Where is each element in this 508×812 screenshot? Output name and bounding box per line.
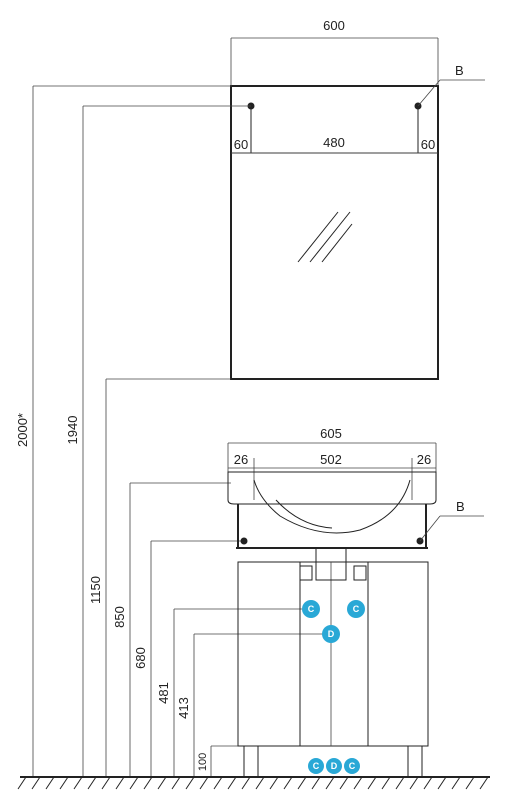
floor-hatch-stroke (129, 776, 139, 790)
floor-hatch-stroke (367, 776, 377, 790)
siphon-cutout (315, 547, 347, 581)
badge-c-right (347, 600, 365, 618)
floor-hatch-stroke (395, 776, 405, 790)
label-mirror-side-right: 60 (421, 137, 435, 152)
floor-hatch-stroke (45, 776, 55, 790)
floor-hatch-stroke (171, 776, 181, 790)
mirror-glare-icon (297, 211, 353, 263)
label-cabinet-width: 605 (320, 426, 342, 441)
label-total-height: 2000* (15, 413, 30, 447)
mirror-frame (230, 85, 439, 380)
floor-hatch-stroke (325, 776, 335, 790)
label-cabinet-mount-height: 680 (133, 647, 148, 669)
cabinet-screw-left (240, 537, 248, 545)
label-mirror-bottom-height: 1150 (88, 576, 103, 604)
svg-text:C: C (349, 761, 356, 771)
basin-bowl (253, 479, 411, 534)
badge-c-bottom-left (308, 758, 324, 774)
floor-hatch-stroke (339, 776, 349, 790)
cabinet-width-dims: 605 502 26 26 (227, 426, 437, 500)
floor-hatch-stroke (213, 776, 223, 790)
floor-hatch-stroke (31, 776, 41, 790)
cabinet (236, 537, 429, 778)
badge-d-bottom (326, 758, 342, 774)
label-cabinet-inner: 502 (320, 452, 342, 467)
svg-text:C: C (308, 604, 315, 614)
floor-hatch-stroke (311, 776, 321, 790)
label-cabinet-top-height: 850 (112, 606, 127, 628)
floor-hatch-stroke (451, 776, 461, 790)
label-cabinet-side-left: 26 (234, 452, 248, 467)
dimension-cabinet-mount-height: 680 (133, 540, 244, 777)
floor-hatch-stroke (381, 776, 391, 790)
floor-hatch-stroke (353, 776, 363, 790)
callout-b-cabinet: B (419, 499, 484, 542)
floor-hatch-stroke (59, 776, 69, 790)
mirror (230, 85, 439, 380)
floor-hatch-stroke (101, 776, 111, 790)
label-cabinet-side-right: 26 (417, 452, 431, 467)
label-connection-c-height: 481 (156, 682, 171, 704)
badge-d-mid (322, 625, 340, 643)
label-mirror-side-left: 60 (234, 137, 248, 152)
floor-hatch-stroke (227, 776, 237, 790)
dimension-connection-c-height: 481 (156, 608, 311, 777)
leg-right (407, 745, 423, 778)
dimension-leg-height: 100 (197, 745, 240, 777)
dimension-mirror-bottom-height: 1150 (88, 378, 231, 777)
floor-hatch-stroke (143, 776, 153, 790)
leg-left (243, 745, 259, 778)
svg-text:C: C (313, 761, 320, 771)
dimension-connection-d-height: 413 (176, 633, 331, 777)
dimension-cabinet-top-height: 850 (112, 482, 231, 777)
svg-text:C: C (353, 604, 360, 614)
floor-hatch-stroke (255, 776, 265, 790)
badge-c-bottom-right (344, 758, 360, 774)
floor-hatch-stroke (283, 776, 293, 790)
label-b-cabinet: B (456, 499, 465, 514)
svg-text:D: D (331, 761, 338, 771)
callout-b-top: B (417, 63, 485, 107)
label-leg-height: 100 (197, 753, 209, 771)
label-mirror-mount-height: 1940 (65, 416, 80, 445)
floor-hatch-stroke (115, 776, 125, 790)
floor-hatch-stroke (185, 776, 195, 790)
floor-hatch-stroke (479, 776, 489, 790)
floor-hatch-stroke (241, 776, 251, 790)
floor-hatch-stroke (409, 776, 419, 790)
floor-hatch-stroke (199, 776, 209, 790)
dimension-mirror-inner: 480 60 60 (231, 135, 438, 154)
label-mirror-inner: 480 (323, 135, 345, 150)
label-connection-d-height: 413 (176, 697, 191, 719)
dimension-mirror-width: 600 (230, 18, 439, 86)
floor-hatch-stroke (465, 776, 475, 790)
floor-hatch-stroke (297, 776, 307, 790)
badge-c-left (302, 600, 320, 618)
connection-badges: C C D C D C (302, 600, 365, 774)
floor-hatch-stroke (437, 776, 447, 790)
floor-hatch-stroke (157, 776, 167, 790)
floor-hatch-stroke (87, 776, 97, 790)
svg-text:D: D (328, 629, 335, 639)
floor-hatch-stroke (423, 776, 433, 790)
cabinet-body (237, 561, 429, 747)
floor-hatch (17, 776, 490, 790)
floor-hatch-stroke (269, 776, 279, 790)
dimension-mirror-mount-height: 1940 (65, 105, 251, 777)
basin (227, 471, 437, 548)
label-mirror-width: 600 (323, 18, 345, 33)
floor-hatch-stroke (17, 776, 27, 790)
label-b-top: B (455, 63, 464, 78)
dimension-total-height: 2000* (15, 85, 231, 777)
floor-hatch-stroke (73, 776, 83, 790)
